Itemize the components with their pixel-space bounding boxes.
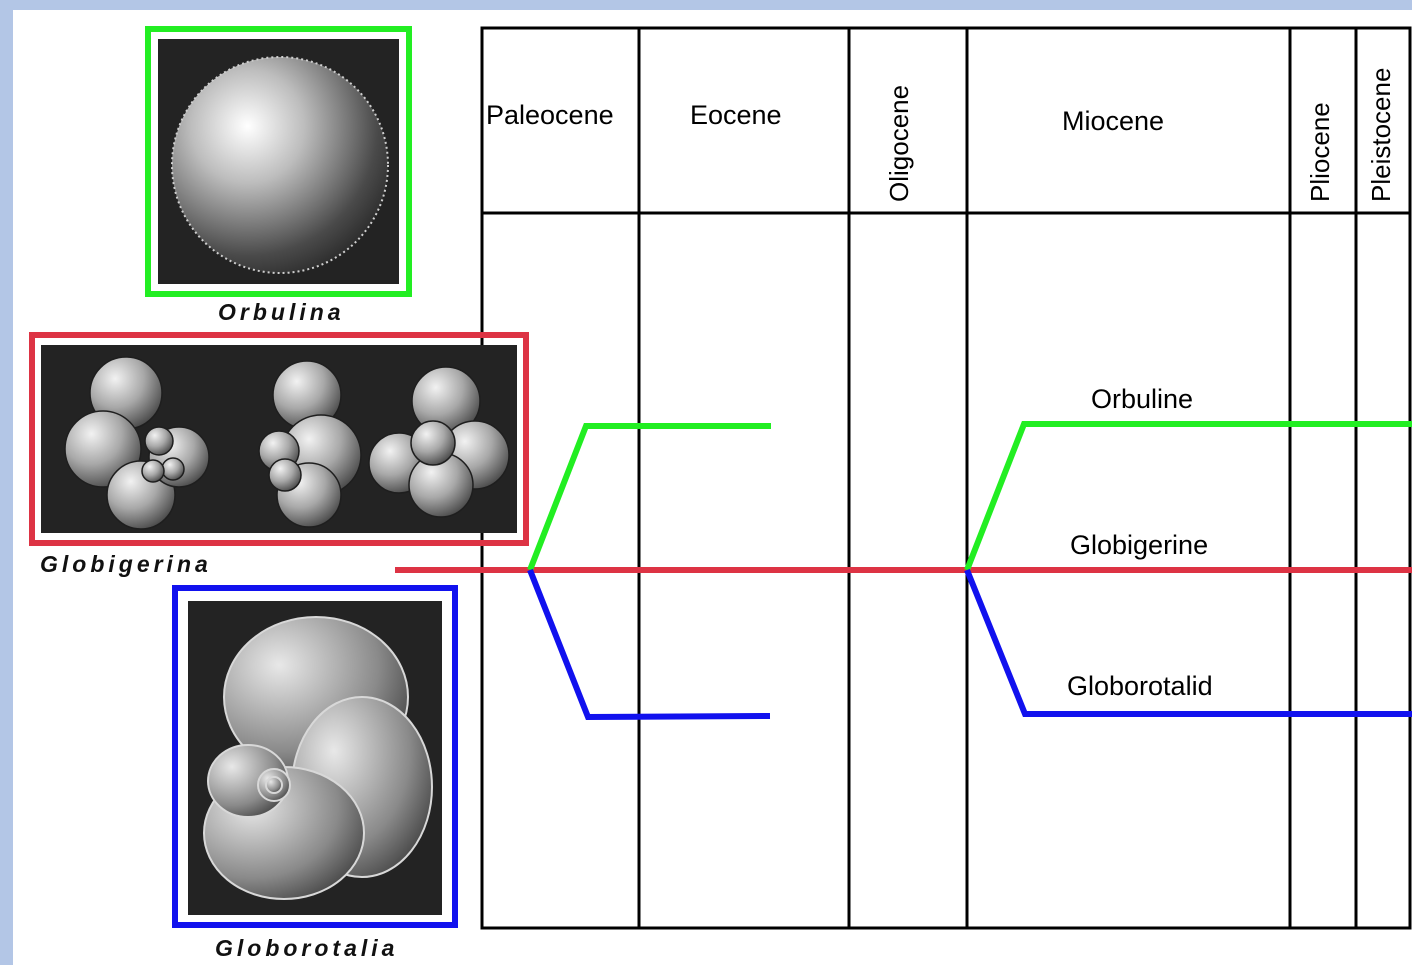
globorotalia-specimen-box bbox=[172, 585, 458, 928]
orbuline-early-branch bbox=[530, 426, 771, 570]
caption-globigerina: Globigerina bbox=[40, 551, 212, 578]
globorotalia-shell bbox=[204, 617, 432, 899]
globigerina-view-3 bbox=[369, 367, 509, 517]
period-oligocene: Oligocene bbox=[884, 85, 915, 202]
chart-outer-border bbox=[482, 28, 1410, 928]
globigerina-view-2 bbox=[259, 361, 361, 527]
period-paleocene: Paleocene bbox=[486, 100, 614, 131]
orbulina-sphere bbox=[172, 57, 388, 273]
orbulina-photo bbox=[158, 39, 399, 284]
caption-orbulina: Orbulina bbox=[218, 299, 345, 326]
chart-grid bbox=[482, 28, 1410, 928]
globigerina-photo bbox=[41, 345, 517, 533]
globorotalia-photo bbox=[188, 601, 442, 915]
period-eocene: Eocene bbox=[690, 100, 782, 131]
orbulina-specimen-box bbox=[145, 26, 412, 297]
lineage-label-orbuline: Orbuline bbox=[1091, 384, 1193, 415]
caption-globorotalia: Globorotalia bbox=[215, 935, 398, 962]
globigerina-specimen-box bbox=[29, 332, 529, 546]
globorotalid-early-branch bbox=[530, 570, 770, 717]
lineage-label-globorotalid: Globorotalid bbox=[1067, 671, 1213, 702]
lineage-label-globigerine: Globigerine bbox=[1070, 530, 1208, 561]
period-miocene: Miocene bbox=[1062, 106, 1164, 137]
globigerina-view-1 bbox=[65, 357, 209, 529]
period-pleistocene: Pleistocene bbox=[1366, 68, 1397, 202]
period-pliocene: Pliocene bbox=[1305, 102, 1336, 202]
